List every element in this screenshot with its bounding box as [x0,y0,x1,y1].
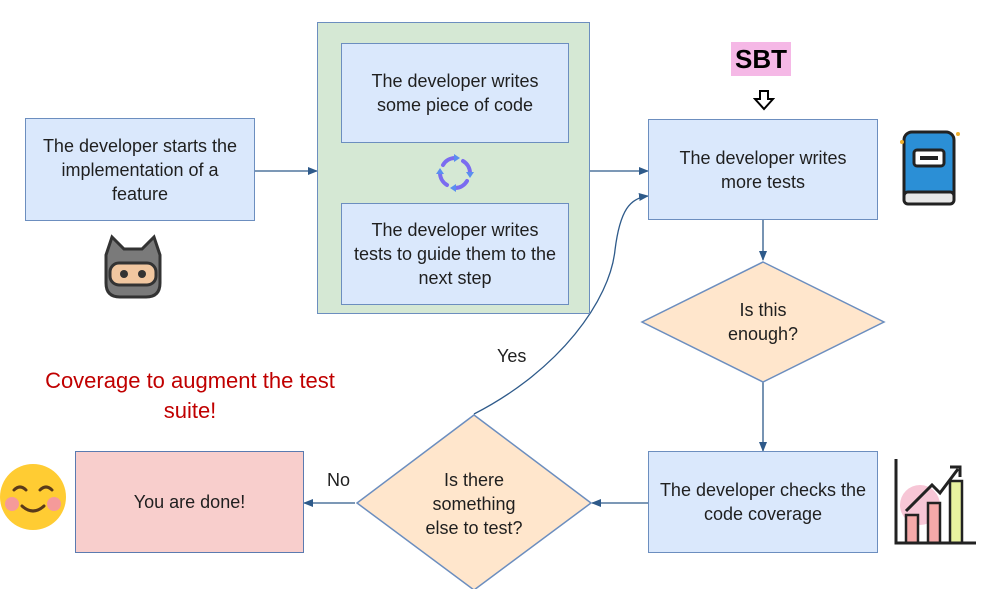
smiley-icon [0,464,66,530]
growth-chart-icon [894,459,976,545]
book-icon [900,130,960,206]
else-decision-label: Is there something else to test? [425,470,523,538]
no-label: No [327,470,351,490]
write-code-label: The developer writes some piece of code [371,71,539,115]
check-coverage-node: The developer checks the code coverage [648,451,878,553]
write-guide-tests-node: The developer writes tests to guide them… [341,203,569,305]
write-guide-tests-label: The developer writes tests to guide them… [353,220,557,288]
write-more-tests-node: The developer writes more tests [648,119,878,220]
enough-decision-label: Is this enough? [727,300,799,344]
yes-label: Yes [497,346,527,366]
done-label: You are done! [133,492,246,512]
enough-decision-shape [640,261,886,383]
check-coverage-label: The developer checks the code coverage [659,480,867,524]
sbt-label: SBT [731,42,791,76]
start-node-label: The developer starts the implementation … [42,135,238,204]
down-arrow-icon [753,90,775,111]
start-node: The developer starts the implementation … [25,118,255,221]
ninja-cat-icon [104,234,162,299]
done-node: You are done! [75,451,304,553]
write-code-node: The developer writes some piece of code [341,43,569,143]
edge-else-to-more-tests [473,193,649,415]
cycle-icon [436,154,474,192]
coverage-note: Coverage to augment the test suite! [45,368,335,423]
else-decision-shape [355,414,593,589]
write-more-tests-label: The developer writes more tests [679,147,847,192]
